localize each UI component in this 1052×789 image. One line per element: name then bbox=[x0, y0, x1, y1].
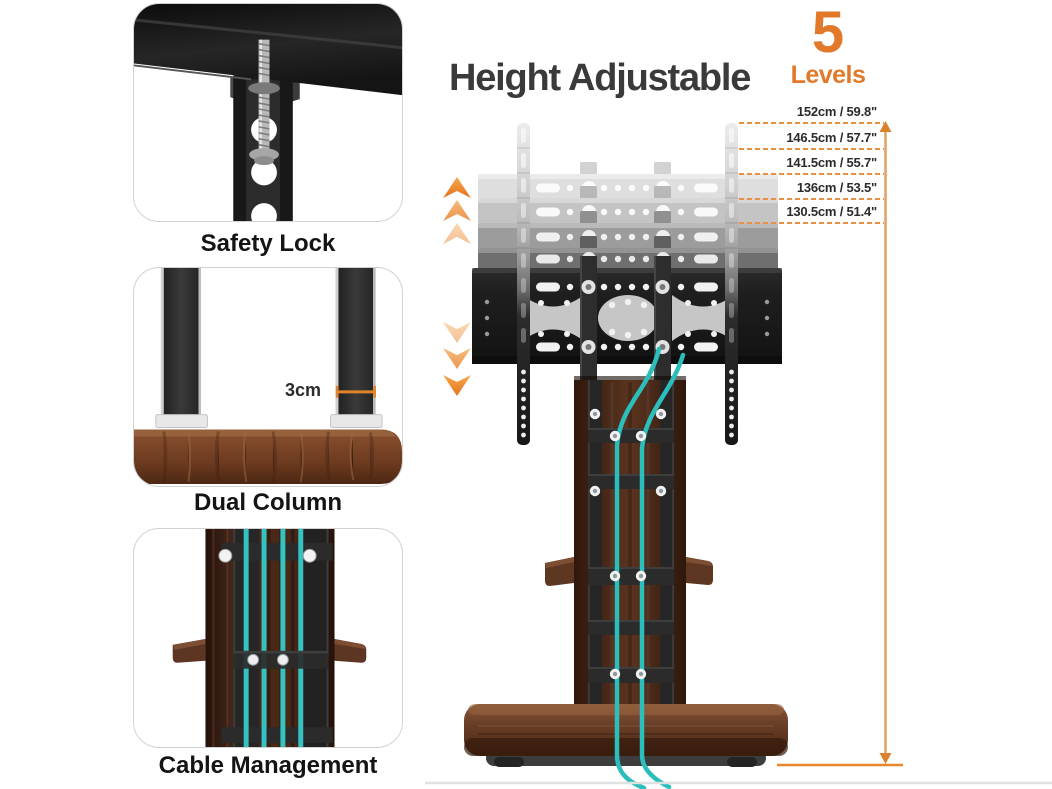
media-shelf bbox=[545, 557, 713, 586]
feature-label-safety-lock: Safety Lock bbox=[200, 230, 336, 257]
height-level-label-3: 141.5cm / 55.7" bbox=[786, 155, 877, 170]
down-arrows-icon bbox=[443, 322, 471, 396]
up-arrows-icon bbox=[443, 177, 471, 244]
clamp-screws bbox=[218, 548, 317, 666]
cable-management-art bbox=[172, 529, 367, 747]
feature-panel-dual-column bbox=[133, 267, 403, 487]
level-lines bbox=[739, 122, 884, 224]
width-measure bbox=[335, 385, 376, 398]
height-level-label-4: 136cm / 53.5" bbox=[796, 180, 877, 195]
feature-label-dual-column: Dual Column bbox=[194, 489, 342, 516]
stand-base bbox=[464, 704, 788, 767]
page-title: Height Adjustable bbox=[449, 57, 751, 99]
height-measure-line bbox=[777, 121, 903, 767]
column-width-annotation: 3cm bbox=[285, 380, 322, 400]
levels-count: 5 bbox=[811, 0, 845, 65]
feature-panel-cable-management bbox=[133, 528, 403, 748]
safety-lock-art bbox=[134, 4, 402, 221]
wood-plinth bbox=[134, 429, 402, 485]
height-level-label-1: 152cm / 59.8" bbox=[796, 104, 877, 119]
levels-word: Levels bbox=[790, 61, 866, 90]
tv-bracket bbox=[472, 256, 782, 380]
levels-badge: 5 Levels bbox=[780, 0, 876, 90]
lock-screw bbox=[248, 39, 280, 166]
height-level-label-2: 146.5cm / 57.7" bbox=[786, 130, 877, 145]
dual-column-art bbox=[134, 268, 402, 485]
cables bbox=[614, 346, 686, 789]
stand-column bbox=[574, 376, 686, 710]
shelf-wings bbox=[172, 638, 367, 663]
cable-lines bbox=[243, 529, 304, 747]
columns bbox=[155, 268, 383, 429]
height-level-label-5: 130.5cm / 51.4" bbox=[786, 204, 877, 219]
feature-panel-safety-lock bbox=[133, 3, 403, 222]
feature-label-cable-management: Cable Management bbox=[158, 752, 378, 779]
